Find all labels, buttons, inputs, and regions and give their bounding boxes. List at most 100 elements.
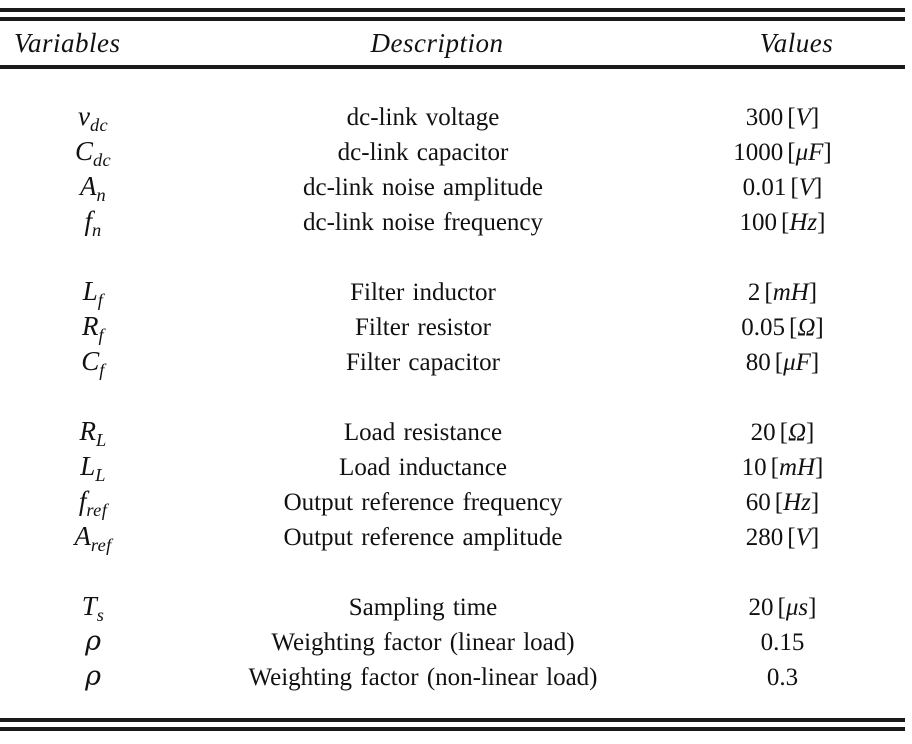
description-text: Output reference amplitude — [283, 524, 563, 551]
value-unit-text: V — [795, 524, 811, 551]
cell-variable: fn — [0, 206, 186, 240]
variable-subscript: f — [99, 359, 105, 380]
value-number: 0.15 — [760, 629, 805, 656]
description-text: Output reference frequency — [283, 489, 563, 516]
value-unit: [μF] — [787, 139, 832, 166]
cell-value: 0.15 — [660, 629, 905, 657]
table-row: RL Load resistance 20 [Ω] — [0, 416, 912, 451]
cell-description: dc-link noise frequency — [186, 209, 660, 237]
value-number: 1000 — [733, 139, 784, 166]
table-row: LL Load inductance 10 [mH] — [0, 451, 912, 486]
table-bottom-border — [0, 718, 912, 731]
cell-description: Load resistance — [186, 419, 660, 447]
description-text: Filter capacitor — [345, 349, 500, 376]
cell-variable: RL — [0, 416, 186, 450]
variable-subscript: f — [98, 324, 104, 345]
table-header-row: Variables Description Values — [0, 21, 912, 65]
cell-value: 0.01 [V] — [660, 174, 905, 202]
cell-description: Weighting factor (linear load) — [186, 629, 660, 657]
table-top-border — [0, 0, 912, 21]
variable-subscript: ref — [86, 499, 108, 520]
group-spacer — [0, 381, 912, 416]
cell-value: 20 [μs] — [660, 594, 905, 622]
table-row: Ts Sampling time 20 [μs] — [0, 591, 912, 626]
cell-value: 0.3 — [660, 664, 905, 692]
table-row: ρ Weighting factor (linear load) 0.15 — [0, 626, 912, 661]
variable-symbol: Rf — [82, 311, 104, 345]
value-unit-text: Hz — [789, 209, 818, 236]
description-text: Filter inductor — [350, 279, 496, 306]
description-text: Sampling time — [348, 594, 498, 621]
bottom-rule-inner — [0, 718, 905, 722]
cell-description: Output reference frequency — [186, 489, 660, 517]
table-row: Lf Filter inductor 2 [mH] — [0, 276, 912, 311]
cell-value: 60 [Hz] — [660, 489, 905, 517]
variable-subscript: L — [95, 464, 106, 485]
cell-value: 0.05 [Ω] — [660, 314, 905, 342]
cell-variable: LL — [0, 451, 186, 485]
body-bottom-spacer — [0, 696, 912, 718]
variable-symbol: LL — [80, 451, 106, 485]
cell-description: dc-link noise amplitude — [186, 174, 660, 202]
top-rule-outer — [0, 8, 905, 12]
value-number: 280 — [745, 524, 784, 551]
description-text: Load resistance — [343, 419, 503, 446]
value-number: 20 — [748, 594, 774, 621]
variable-subscript: f — [97, 289, 104, 310]
cell-variable: Lf — [0, 276, 186, 310]
value-number: 2 — [747, 279, 761, 306]
cell-variable: An — [0, 171, 186, 205]
variable-symbol: Cf — [81, 346, 105, 380]
cell-variable: Cf — [0, 346, 186, 380]
table-row: An dc-link noise amplitude 0.01 [V] — [0, 171, 912, 206]
header-bottom-rule — [0, 65, 905, 69]
cell-variable: ρ — [0, 661, 186, 692]
value-unit: [V] — [790, 174, 823, 201]
cell-description: Output reference amplitude — [186, 524, 660, 552]
variable-symbol: Lf — [82, 276, 104, 310]
value-unit: [Ω] — [779, 419, 815, 446]
variable-symbol: fn — [84, 206, 102, 240]
description-text: Weighting factor (non-linear load) — [248, 664, 598, 691]
description-text: Load inductance — [339, 454, 507, 481]
description-text: dc-link noise amplitude — [302, 174, 544, 201]
column-header-values: Values — [759, 27, 834, 58]
value-unit-text: mH — [778, 454, 816, 481]
variable-symbol: ρ — [85, 661, 101, 692]
value-unit: [Hz] — [774, 489, 820, 516]
description-text: Weighting factor (linear load) — [271, 629, 575, 656]
value-unit-text: V — [798, 174, 815, 201]
value-unit: [mH] — [764, 279, 818, 306]
value-unit: [mH] — [770, 454, 824, 481]
value-number: 0.3 — [766, 664, 799, 691]
variable-symbol: ρ — [85, 626, 101, 657]
cell-value: 20 [Ω] — [660, 419, 905, 447]
cell-description: Filter inductor — [186, 279, 660, 307]
cell-value: 300 [V] — [660, 104, 905, 132]
variable-subscript: L — [95, 429, 107, 450]
value-unit: [Ω] — [789, 314, 824, 341]
cell-description: Load inductance — [186, 454, 660, 482]
cell-variable: Ts — [0, 591, 186, 625]
cell-variable: ρ — [0, 626, 186, 657]
value-number: 0.05 — [741, 314, 785, 341]
value-unit-text: μs — [785, 594, 809, 621]
bottom-rule-outer — [0, 727, 905, 731]
value-unit: [μs] — [777, 594, 817, 621]
variable-symbol: Cdc — [74, 136, 112, 170]
value-number: 0.01 — [742, 174, 787, 201]
value-unit-text: μF — [795, 139, 824, 166]
value-number: 100 — [739, 209, 778, 236]
cell-value: 10 [mH] — [660, 454, 905, 482]
cell-variable: vdc — [0, 101, 186, 135]
column-header-variables: Variables — [14, 27, 121, 58]
body-top-spacer — [0, 73, 912, 101]
